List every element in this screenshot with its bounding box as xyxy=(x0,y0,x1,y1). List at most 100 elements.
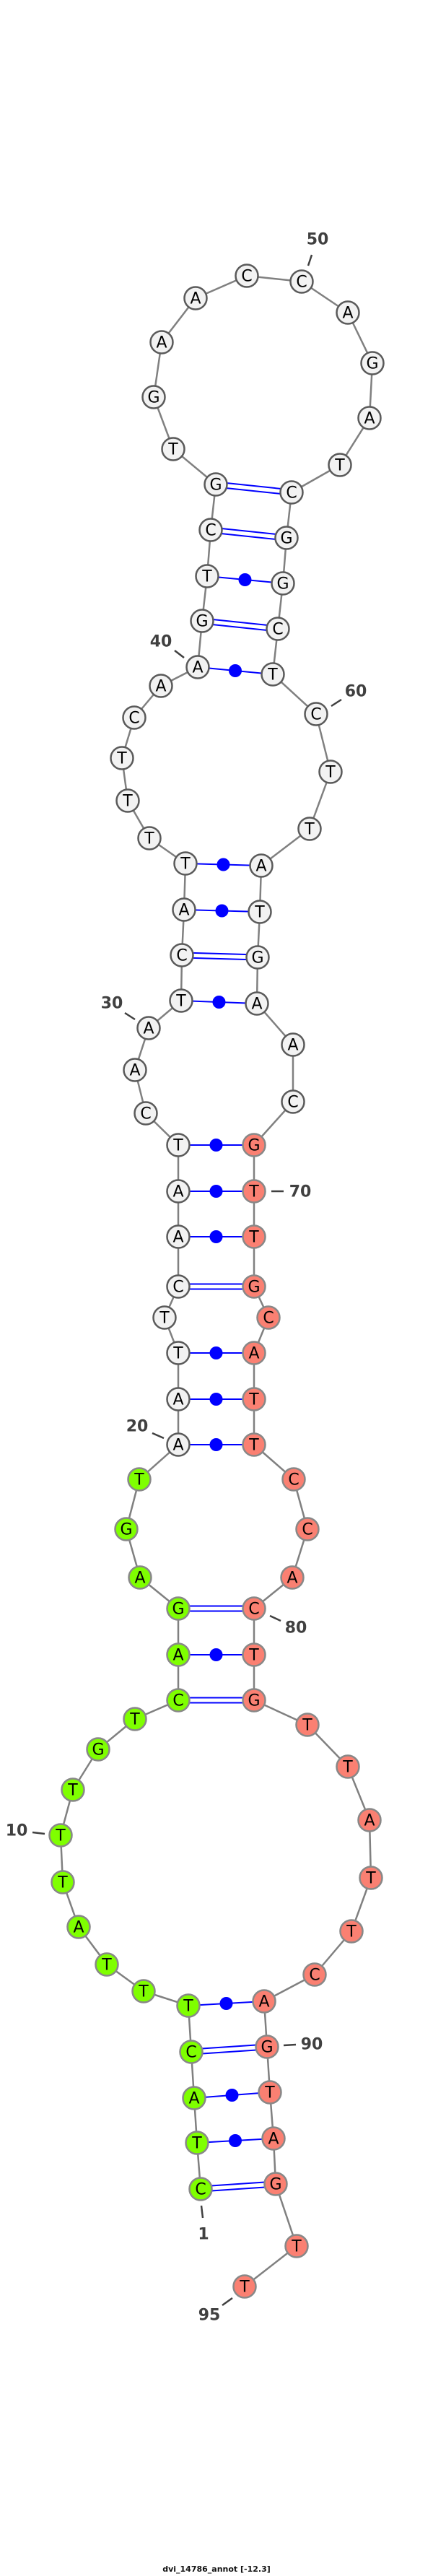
nucleotide-letter: C xyxy=(172,1279,183,1297)
nucleotide-34: T xyxy=(173,851,198,876)
nucleotide-circle xyxy=(336,300,360,325)
nucleotide-circle xyxy=(289,269,314,294)
position-number: 1 xyxy=(198,2226,209,2244)
nucleotide-letter: C xyxy=(288,1471,299,1489)
nucleotide-letter: A xyxy=(190,290,201,308)
nucleotide-33: A xyxy=(172,897,196,922)
nucleotide-circle xyxy=(169,988,193,1013)
nucleotide-16: G xyxy=(166,1596,191,1621)
nucleotide-letter: C xyxy=(272,621,283,639)
nucleotide-letter: T xyxy=(201,568,212,586)
nucleotide-circle xyxy=(152,1305,177,1330)
nucleotide-letter: T xyxy=(159,1310,170,1328)
nucleotide-letter: A xyxy=(172,1391,183,1409)
base-pair-33-64 xyxy=(183,904,261,918)
position-tick xyxy=(174,650,185,658)
nucleotide-circle xyxy=(161,437,185,461)
nucleotide-letter: G xyxy=(276,575,289,593)
nucleotide-letter: T xyxy=(302,1717,312,1735)
nucleotide-28: C xyxy=(134,1101,158,1126)
nucleotide-letter: G xyxy=(248,1279,260,1297)
nucleotide-circle xyxy=(249,853,274,878)
nucleotide-31: T xyxy=(169,988,193,1013)
nucleotide-circle xyxy=(48,1823,73,1848)
nucleotide-92: A xyxy=(261,2126,286,2151)
nucleotide-circle xyxy=(149,674,173,698)
nucleotide-letter: T xyxy=(291,2238,302,2256)
nucleotide-49: C xyxy=(235,264,259,288)
pair-bond-dot xyxy=(209,1393,223,1406)
nucleotide-circle xyxy=(258,2080,282,2105)
nucleotide-circle xyxy=(114,1517,139,1541)
nucleotide-letter: G xyxy=(92,1741,104,1759)
nucleotide-circle xyxy=(198,518,223,542)
nucleotide-46: G xyxy=(141,385,166,409)
nucleotide-37: T xyxy=(110,746,134,770)
nucleotide-45: T xyxy=(161,437,185,461)
pair-bond-dot xyxy=(238,573,252,586)
base-pair-3-91 xyxy=(193,2089,271,2102)
nucleotide-circle xyxy=(302,1962,327,1987)
nucleotide-letter: C xyxy=(296,274,307,292)
nucleotide-letter: T xyxy=(264,2084,275,2102)
position-label-60: 60 xyxy=(331,683,367,708)
nucleotide-letter: T xyxy=(254,904,265,922)
nucleotide-letter: T xyxy=(191,2135,202,2153)
base-pair-42-57 xyxy=(206,573,284,586)
nucleotide-circle xyxy=(127,1467,152,1492)
nucleotide-letter: T xyxy=(248,1391,259,1409)
nucleotide-circle xyxy=(360,351,385,375)
nucleotide-85: A xyxy=(357,1808,382,1832)
nucleotide-circle xyxy=(166,1688,191,1713)
nucleotide-circle xyxy=(122,705,146,730)
nucleotide-94: T xyxy=(284,2234,309,2258)
pair-bond-line xyxy=(200,2180,276,2188)
nucleotide-letter: A xyxy=(287,1037,298,1055)
position-number: 40 xyxy=(150,633,172,651)
nucleotide-letter: A xyxy=(255,858,266,876)
nucleotide-letter: G xyxy=(248,1692,260,1710)
nucleotide-circle xyxy=(281,1089,305,1114)
position-number: 90 xyxy=(301,2036,323,2054)
nucleotide-circle xyxy=(245,945,270,970)
nucleotide-circle xyxy=(176,1993,201,2018)
base-pairs xyxy=(178,481,292,2193)
nucleotide-circle xyxy=(242,1274,266,1299)
nucleotide-88: C xyxy=(302,1962,327,1987)
nucleotide-circle xyxy=(170,943,194,967)
nucleotide-2: T xyxy=(185,2131,209,2155)
nucleotide-circle xyxy=(61,1777,85,1802)
nucleotide-83: T xyxy=(295,1713,320,1737)
nucleotide-42: T xyxy=(195,564,219,588)
nucleotide-letter: T xyxy=(144,830,154,848)
nucleotide-14: C xyxy=(166,1688,191,1713)
nucleotide-circle xyxy=(185,655,210,679)
nucleotide-letter: T xyxy=(101,1957,112,1975)
base-pair-24-72 xyxy=(178,1283,254,1290)
nucleotide-circle xyxy=(95,1952,119,1977)
nucleotide-13: T xyxy=(123,1707,147,1731)
nucleotide-72: G xyxy=(242,1274,266,1299)
position-tick xyxy=(32,1831,45,1835)
nucleotide-letter: A xyxy=(156,334,167,352)
position-label-95: 95 xyxy=(198,2297,233,2325)
nucleotide-circle xyxy=(149,330,174,354)
nucleotide-17: A xyxy=(128,1565,152,1590)
nucleotide-letter: A xyxy=(129,1062,140,1080)
nucleotide-circle xyxy=(185,2131,209,2155)
nucleotide-circle xyxy=(242,1224,266,1249)
position-number: 60 xyxy=(345,683,367,701)
base-pair-1-93 xyxy=(200,2180,276,2193)
nucleotide-76: T xyxy=(242,1432,266,1457)
nucleotide-54: T xyxy=(328,453,352,477)
nucleotide-53: A xyxy=(357,406,382,430)
position-number: 10 xyxy=(6,1822,28,1840)
nucleotide-circle xyxy=(182,2086,206,2110)
nucleotide-circle xyxy=(166,1133,191,1157)
nucleotide-circle xyxy=(110,746,134,770)
nucleotide-circle xyxy=(195,564,219,588)
nucleotide-62: T xyxy=(297,817,322,841)
nucleotide-77: C xyxy=(281,1467,306,1492)
nucleotide-84: T xyxy=(336,1754,360,1779)
nucleotide-70: T xyxy=(242,1179,266,1204)
